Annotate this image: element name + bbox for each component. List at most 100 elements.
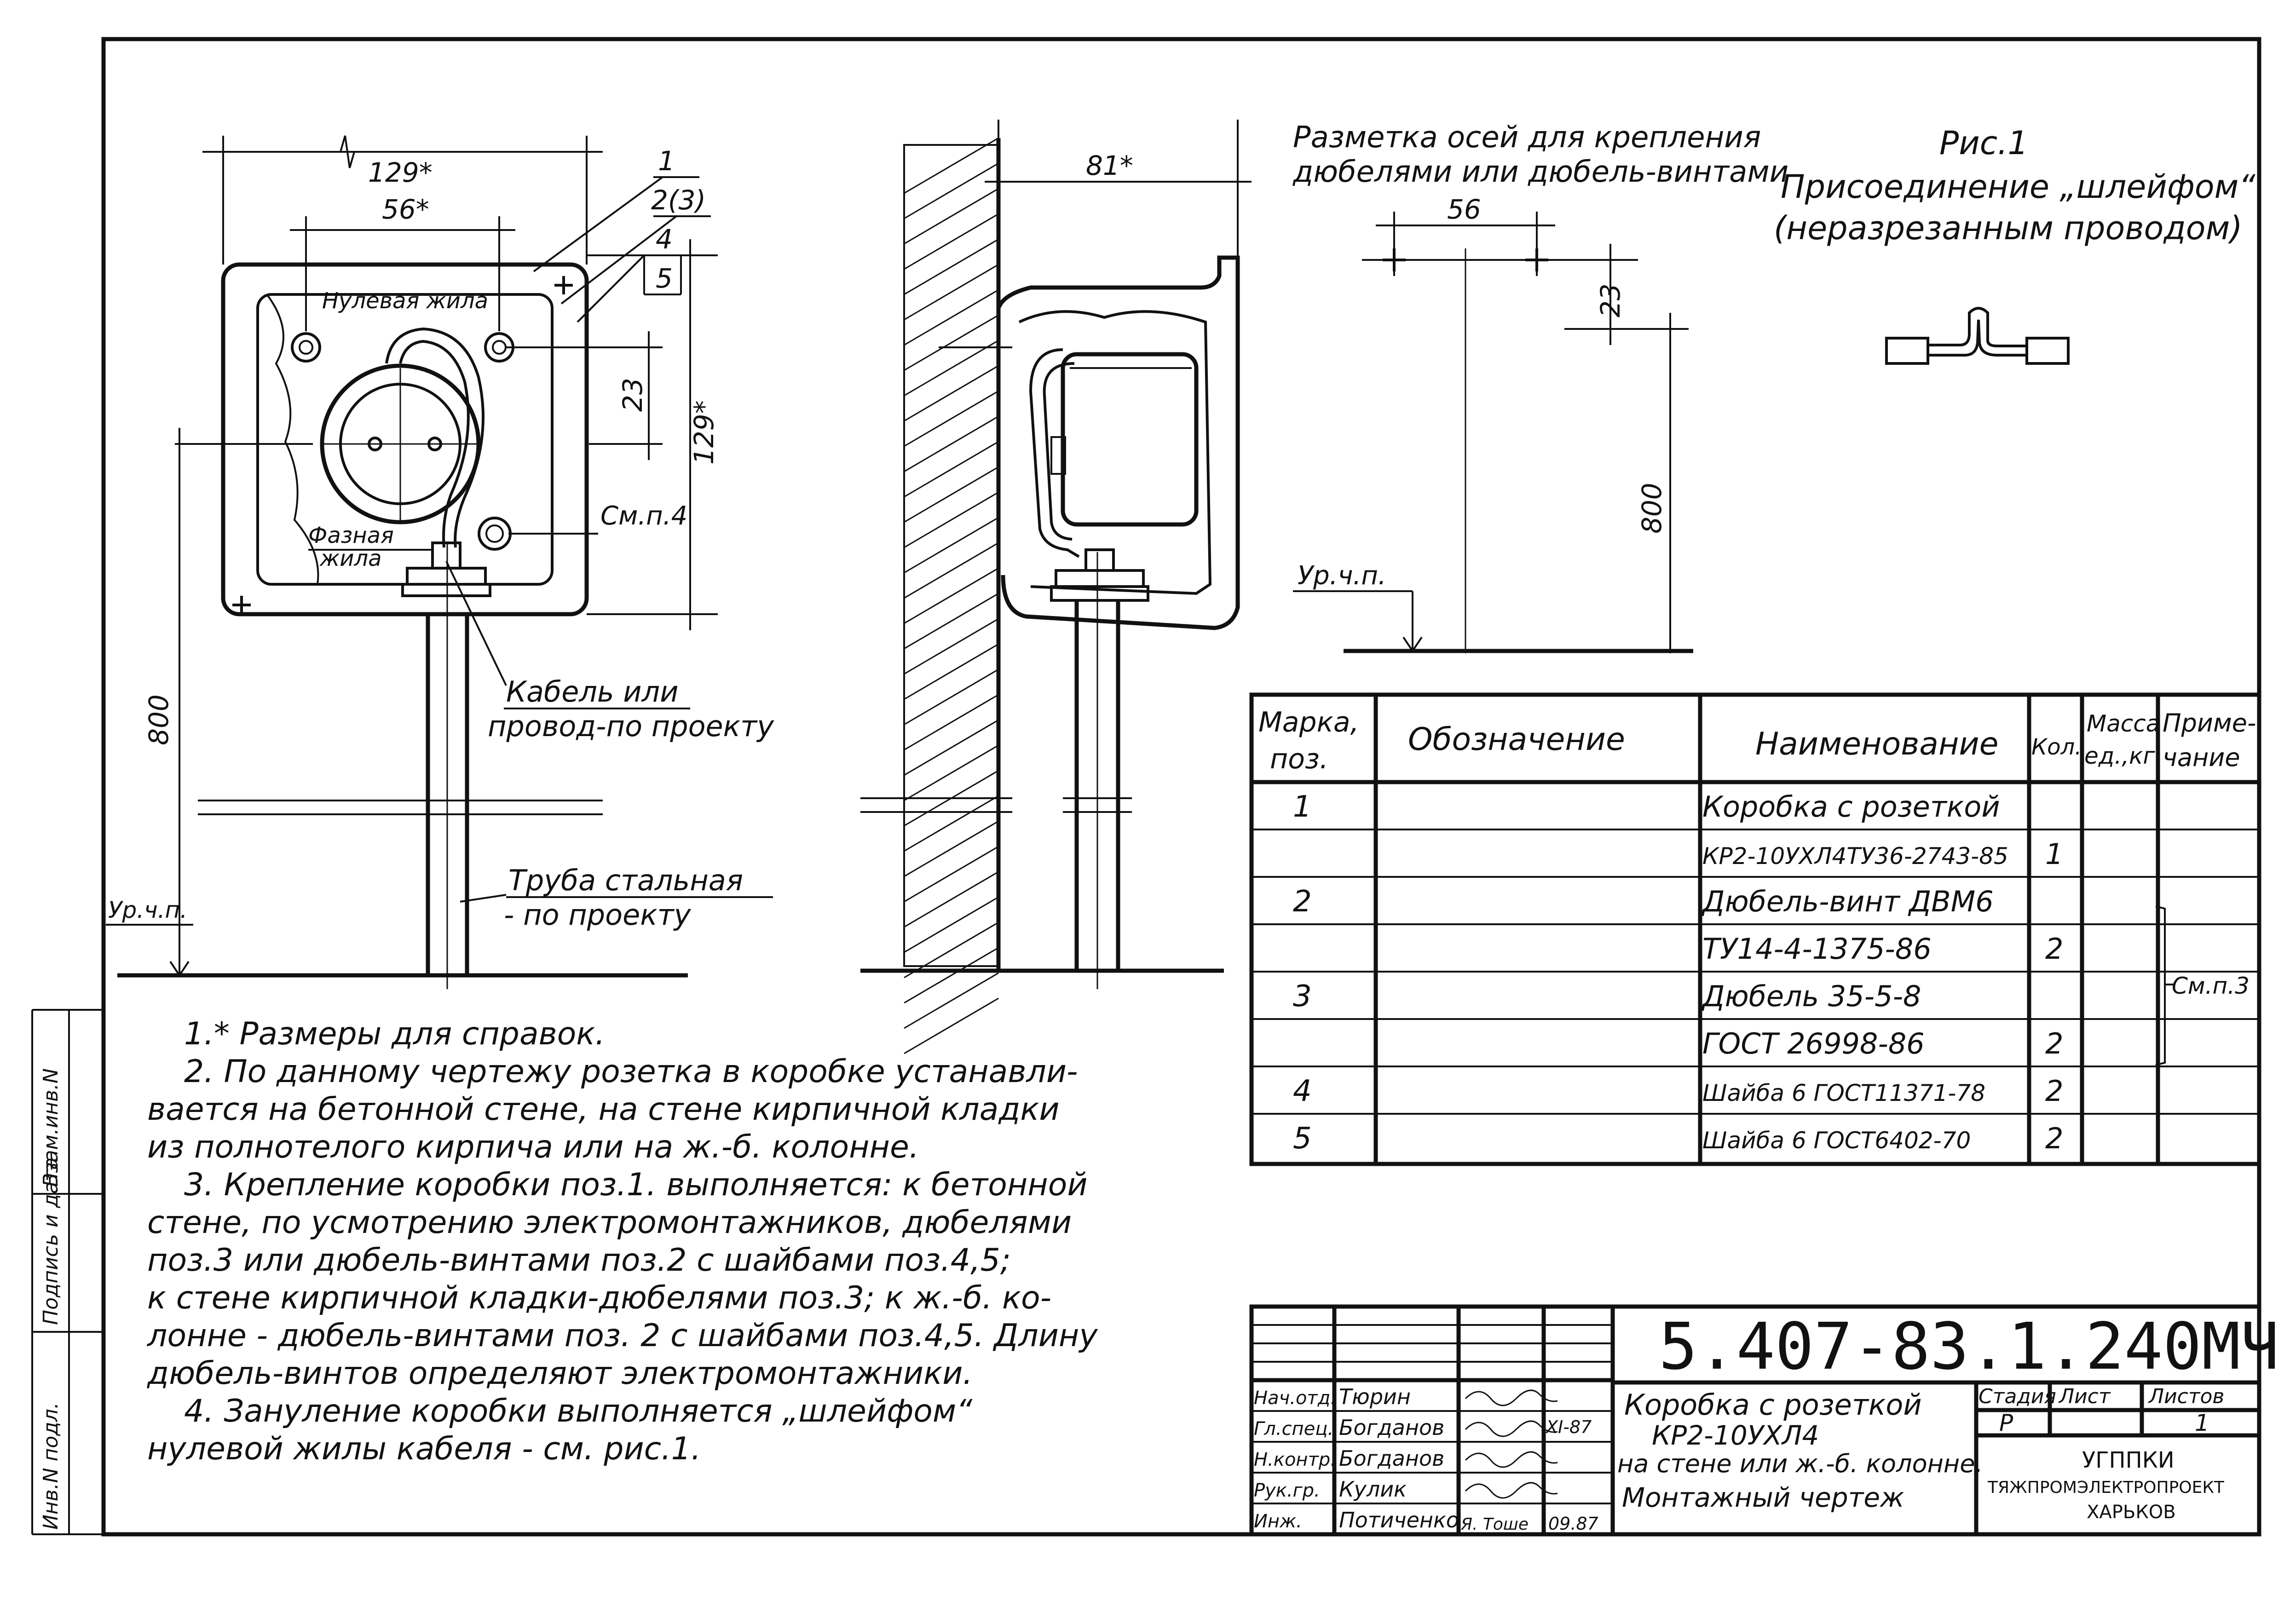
hatch-line bbox=[904, 846, 999, 903]
hatch-line bbox=[904, 744, 999, 801]
corner-cross-icon bbox=[232, 276, 573, 614]
socket-body-icon bbox=[1061, 352, 1199, 527]
spec-name: КР2-10УХЛ4ТУ36-2743-85 bbox=[1702, 843, 2008, 870]
spec-pos: 5 bbox=[1293, 1122, 1312, 1156]
callout-5: 5 bbox=[656, 263, 673, 294]
hatch-line bbox=[904, 618, 999, 675]
dim-offset: 23 bbox=[617, 378, 648, 412]
box-outer bbox=[221, 262, 589, 616]
signature-icon bbox=[1465, 1389, 1558, 1406]
note-line: дюбель-винтов определяют электромонтажни… bbox=[147, 1355, 973, 1392]
spec-row: 4 Шайба 6 ГОСТ11371-78 2 bbox=[1293, 1074, 2063, 1108]
hatch-line bbox=[904, 340, 999, 397]
label-phase-1: Фазная bbox=[308, 523, 394, 548]
header-mass-1: Масса bbox=[2087, 710, 2160, 737]
spec-pos: 4 bbox=[1293, 1074, 1312, 1108]
callout-2-3: 2(3) bbox=[651, 184, 706, 216]
hatch-line bbox=[904, 947, 999, 1004]
spec-name: Дюбель-винт ДВМ6 bbox=[1701, 885, 1994, 918]
label-pipe-2: - по проекту bbox=[504, 898, 692, 932]
hatch-line bbox=[904, 213, 999, 270]
hatch-line bbox=[904, 314, 999, 371]
side-stamp-replace: Взам.инв.N bbox=[39, 1068, 63, 1187]
notes-block: 1.* Размеры для справок.2. По данному че… bbox=[146, 1016, 1098, 1467]
axes-title-2: дюбелями или дюбель-винтами bbox=[1292, 155, 1788, 189]
hatch-line bbox=[904, 441, 999, 498]
tb-role: Н.контр. bbox=[1254, 1449, 1336, 1470]
label-note-ref: См.п.4 bbox=[600, 501, 687, 531]
hatch-line bbox=[904, 694, 999, 751]
hatch-line bbox=[904, 365, 999, 422]
axes-title-1: Разметка осей для крепления bbox=[1293, 121, 1761, 155]
hatch-line bbox=[904, 643, 999, 700]
spec-qty: 2 bbox=[2045, 1027, 2063, 1060]
signature-icon bbox=[1465, 1451, 1558, 1468]
block-title-4: Монтажный чертеж bbox=[1622, 1482, 1904, 1513]
hatch-line bbox=[904, 972, 999, 1029]
axes-floor-mark: Ур.ч.п. bbox=[1298, 561, 1386, 591]
hatch-line bbox=[904, 466, 999, 523]
hatch-line bbox=[904, 896, 999, 953]
fig1-caption-2: (неразрезанным проводом) bbox=[1774, 209, 2243, 247]
spec-row: 2 Дюбель-винт ДВМ6 bbox=[1293, 885, 1994, 919]
stage-label: Стадия bbox=[1979, 1385, 2056, 1408]
header-mark-1: Марка, bbox=[1258, 706, 1359, 738]
org-2: ТЯЖПРОМЭЛЕКТРОПРОЕКТ bbox=[1987, 1478, 2225, 1497]
dim-width: 129* bbox=[368, 157, 433, 188]
header-mark-2: поз. bbox=[1270, 743, 1328, 775]
note-line: 3. Крепление коробки поз.1. выполняется:… bbox=[184, 1167, 1088, 1203]
note-line: 1.* Размеры для справок. bbox=[184, 1016, 605, 1052]
hatch-line bbox=[904, 415, 999, 472]
header-note-1: Приме- bbox=[2163, 708, 2256, 737]
tb-name: Богданов bbox=[1339, 1415, 1444, 1440]
note-line: стене, по усмотрению электромонтажников,… bbox=[147, 1204, 1072, 1241]
label-cable-1: Кабель или bbox=[506, 675, 678, 708]
org-1: УГППКИ bbox=[2082, 1447, 2175, 1473]
header-designation: Обозначение bbox=[1408, 721, 1625, 758]
hatch-line bbox=[904, 491, 999, 548]
spec-pos: 1 bbox=[1293, 790, 1312, 824]
tb-name: Богданов bbox=[1339, 1446, 1444, 1471]
spec-qty: 2 bbox=[2045, 932, 2063, 966]
block-title-1: Коробка с розеткой bbox=[1624, 1388, 1922, 1422]
note-line: поз.3 или дюбель-винтами поз.2 с шайбами… bbox=[147, 1242, 1011, 1278]
axes-markup: Разметка осей для крепления дюбелями или… bbox=[1292, 121, 1788, 653]
dim-depth: 81* bbox=[1086, 150, 1133, 181]
figure-1: Рис.1 Присоединение „шлейфом“ (неразреза… bbox=[1774, 124, 2255, 365]
inzh-sign-note: Я. Тоше bbox=[1460, 1515, 1529, 1534]
hatch-line bbox=[904, 162, 999, 219]
loop-wire-icon bbox=[1885, 307, 2070, 365]
spec-name: ГОСТ 26998-86 bbox=[1702, 1027, 1925, 1060]
hatch-line bbox=[904, 820, 999, 877]
side-stamp-inv: Инв.N подл. bbox=[39, 1402, 63, 1530]
callout-1: 1 bbox=[658, 145, 675, 177]
earth-screw-icon bbox=[478, 517, 512, 551]
hatch-line bbox=[904, 795, 999, 852]
signature-date: XI-87 bbox=[1545, 1417, 1592, 1437]
hatch-line bbox=[904, 289, 999, 346]
hatch-line bbox=[904, 921, 999, 979]
callout-4: 4 bbox=[656, 224, 673, 255]
spec-row: КР2-10УХЛ4ТУ36-2743-85 1 bbox=[1702, 837, 2063, 871]
hatch-line bbox=[904, 542, 999, 599]
tb-name: Тюрин bbox=[1339, 1384, 1411, 1409]
hatch-line bbox=[904, 593, 999, 650]
hatch-line bbox=[904, 188, 999, 245]
hatch-line bbox=[904, 719, 999, 776]
hatch-line bbox=[904, 264, 999, 321]
spec-name: Шайба 6 ГОСТ11371-78 bbox=[1702, 1080, 1985, 1106]
sheets-label: Листов bbox=[2148, 1385, 2224, 1408]
stage-value: Р bbox=[1999, 1410, 2013, 1436]
axes-dim-height: 800 bbox=[1636, 483, 1667, 534]
spec-qty: 1 bbox=[2045, 837, 2063, 871]
side-stamp: Инв.N подл. Подпись и дата Взам.инв.N bbox=[39, 1068, 63, 1530]
wall-hatch bbox=[904, 137, 999, 1054]
spec-qty: 2 bbox=[2045, 1074, 2063, 1108]
title-block: 5.407-83.1.240МЧ Нач.отд.ТюринГл.спец.Бо… bbox=[1249, 1304, 2279, 1537]
tb-name: Кулик bbox=[1339, 1477, 1407, 1502]
spec-pos: 2 bbox=[1293, 885, 1312, 919]
note-line: 2. По данному чертежу розетка в коробке … bbox=[184, 1054, 1078, 1090]
